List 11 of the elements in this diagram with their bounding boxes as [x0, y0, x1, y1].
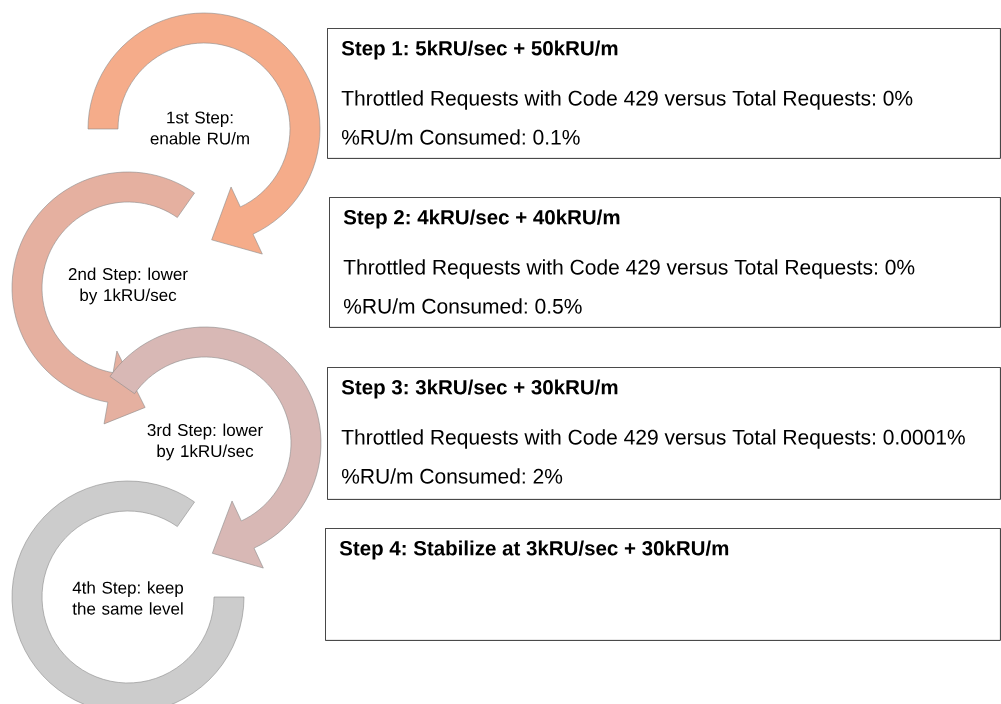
curved-arrow — [11, 171, 195, 425]
step-box: Step 4: Stabilize at 3kRU/sec + 30kRU/m — [325, 528, 1001, 641]
step-box: Step 2: 4kRU/sec + 40kRU/m Throttled Requests with Code 429 versus Total Requests: 0% %RU/m Consumed: 0.5% — [329, 197, 1001, 328]
circular-band: 4th Step: keep the same level — [11, 480, 245, 704]
step-text: 1st Step: enable RU/m — [150, 111, 249, 145]
step-text: 3rd Step: lower by 1kRU/sec — [147, 423, 263, 461]
step-box: Step 3: 3kRU/sec + 30kRU/m Throttled Requests with Code 429 versus Total Requests: 0.0001% %RU/m Consumed: 2% — [327, 367, 1001, 500]
curved-arrow — [109, 326, 322, 569]
step-text: 2nd Step: lower by 1kRU/sec — [68, 267, 188, 305]
curved-arrow — [87, 12, 321, 255]
step-box: Step 1: 5kRU/sec + 50kRU/m Throttled Requests with Code 429 versus Total Requests: 0% %RU/m Consumed: 0.1% — [327, 28, 1001, 159]
